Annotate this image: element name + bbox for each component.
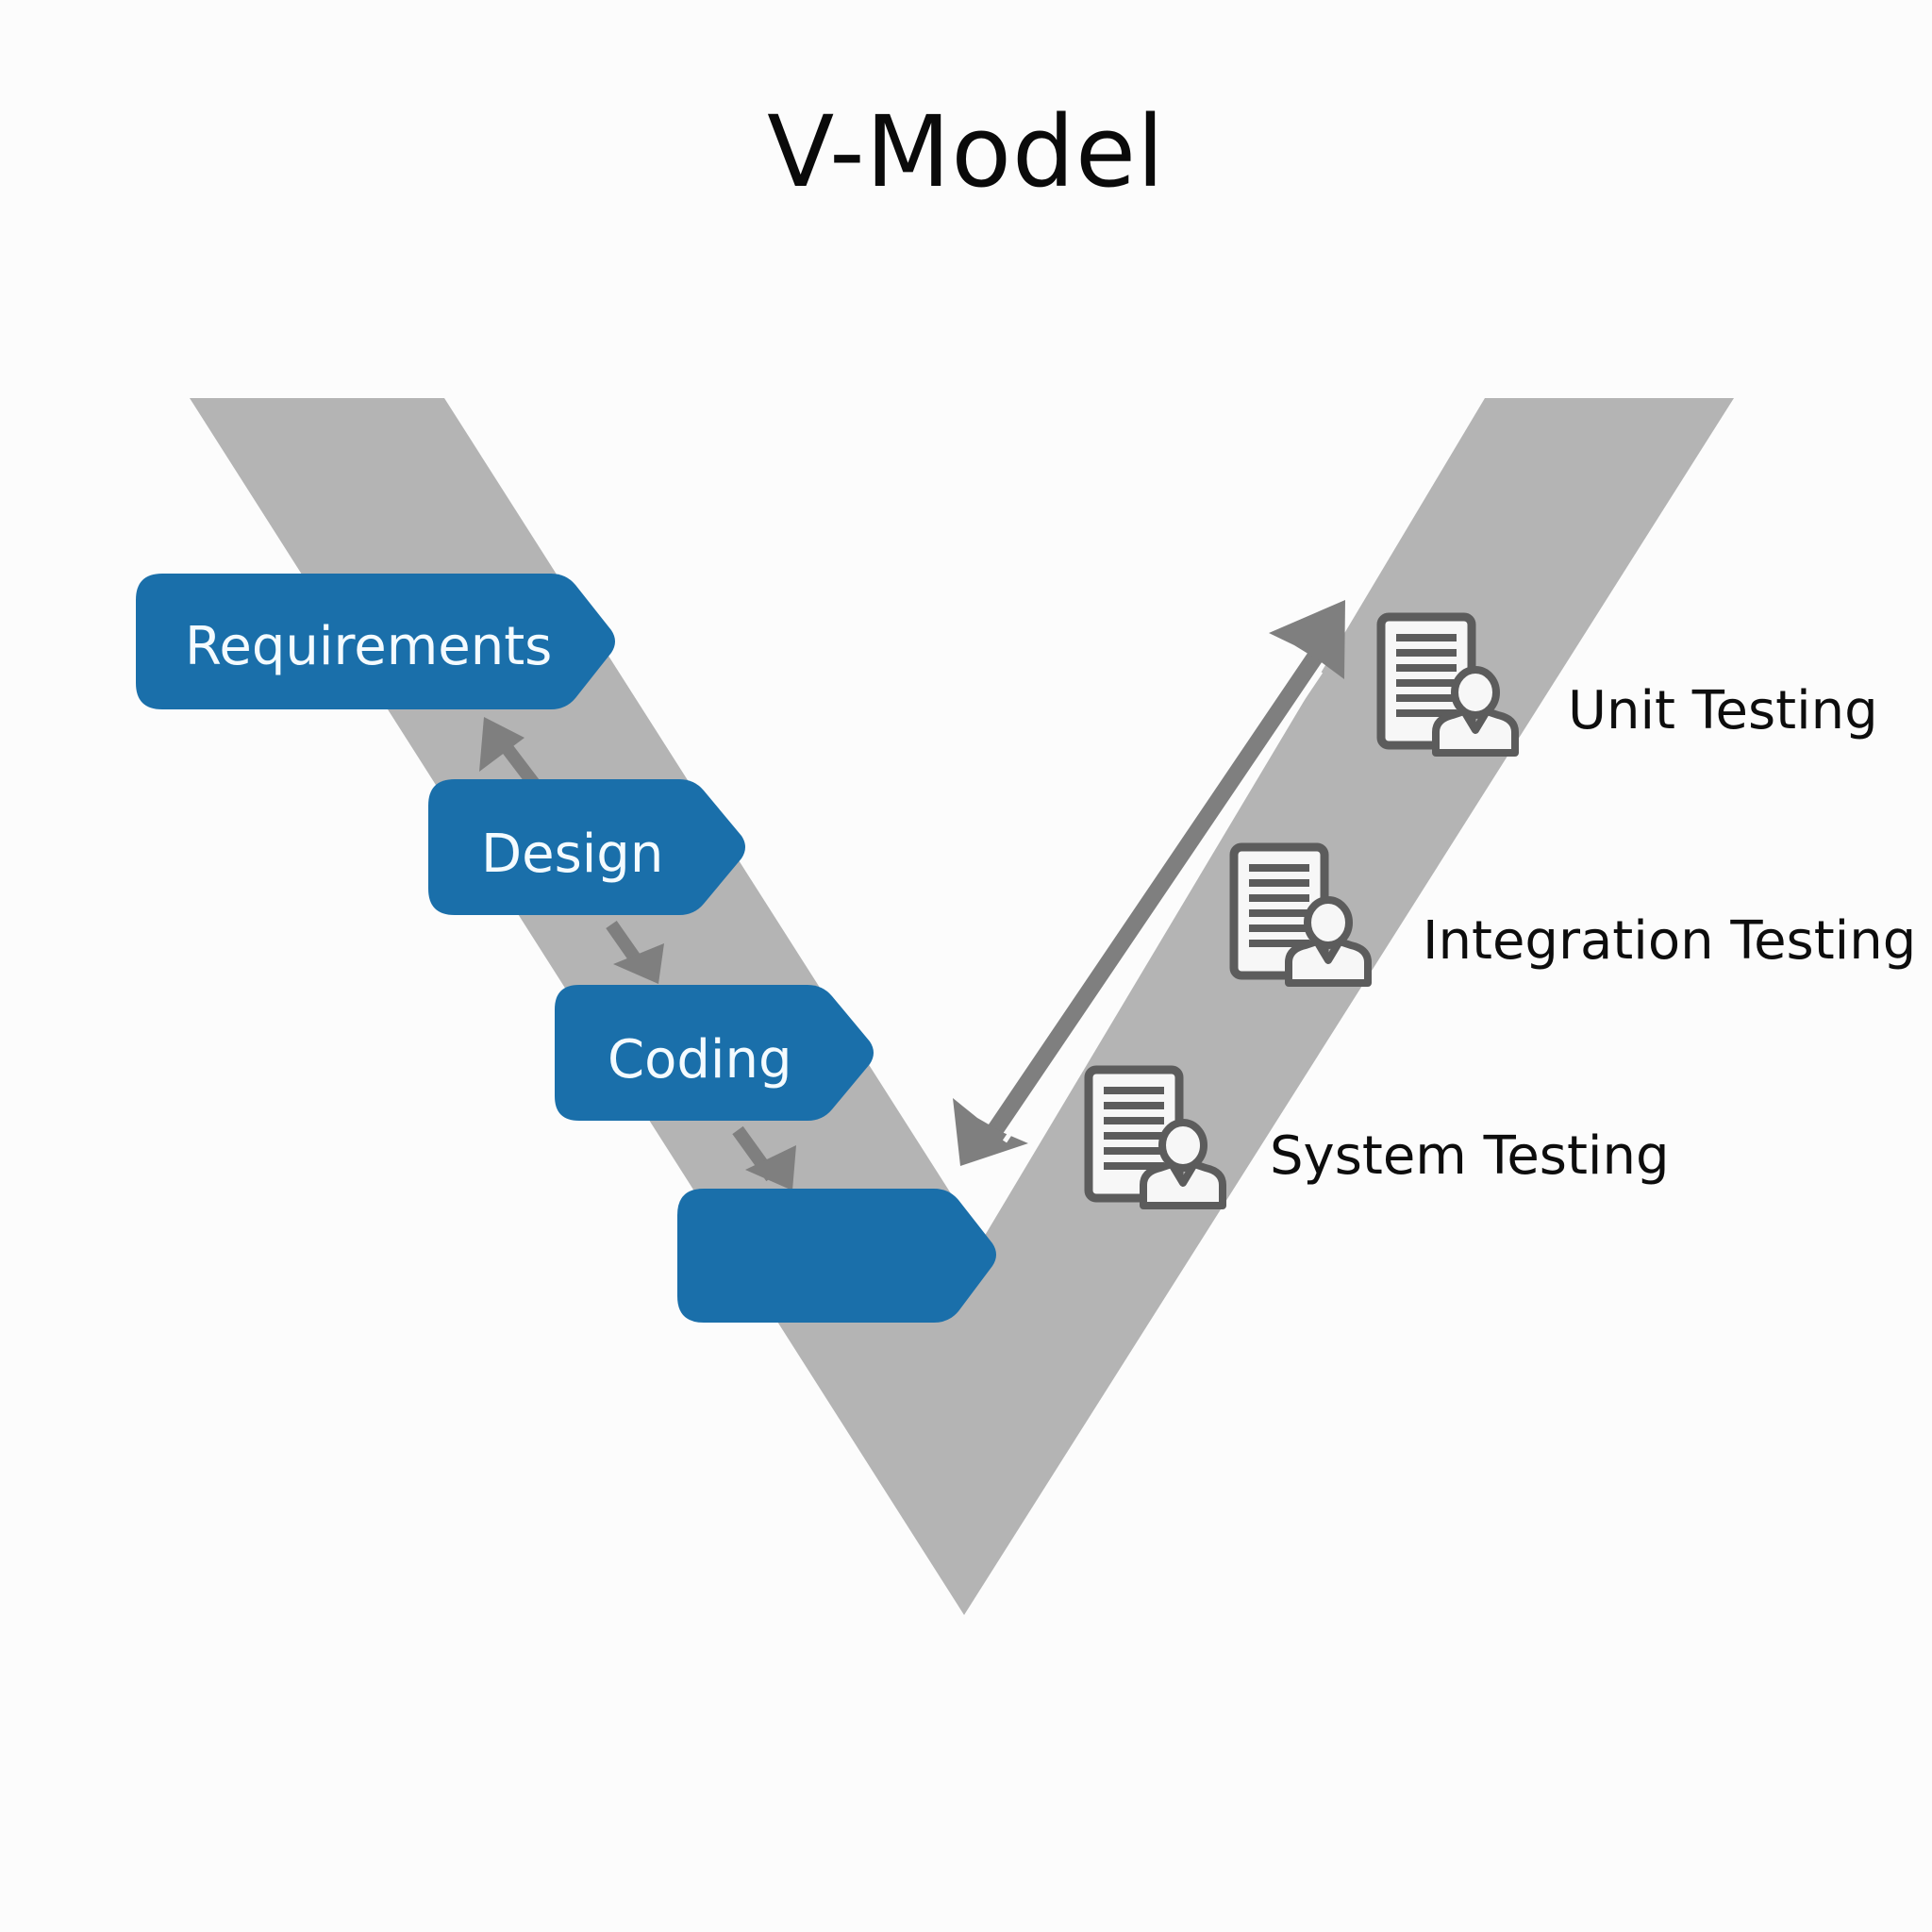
- arrowhead-down-icon: [613, 943, 664, 984]
- phase-label-requirements: Requirements: [185, 616, 552, 677]
- phase-connectors: [479, 717, 796, 1191]
- phase-label-coding: Coding: [608, 1029, 792, 1091]
- phase-box-requirements: Requirements: [136, 574, 615, 709]
- test-phase-unit: Unit Testing: [1381, 617, 1878, 753]
- phase-box-coding: Coding: [555, 985, 874, 1121]
- test-label-integration: Integration Testing: [1423, 910, 1916, 972]
- test-phase-integration: Integration Testing: [1234, 847, 1916, 983]
- test-phase-system: System Testing: [1089, 1070, 1670, 1206]
- arrowhead-up-icon: [479, 717, 525, 772]
- diagram-title: V-Model: [767, 94, 1165, 209]
- arrowhead-up-icon: [1269, 600, 1345, 679]
- test-label-unit: Unit Testing: [1568, 680, 1878, 741]
- phase-label-design: Design: [481, 824, 663, 885]
- phase-box-design: Design: [428, 779, 745, 915]
- arrowhead-down-icon: [953, 1098, 1028, 1166]
- arrowhead-down-icon: [745, 1145, 796, 1191]
- test-label-system: System Testing: [1270, 1125, 1670, 1187]
- validation-arrow: [953, 600, 1345, 1166]
- v-right-band: [945, 398, 1734, 1615]
- phase-box-unlabeled: [677, 1189, 996, 1323]
